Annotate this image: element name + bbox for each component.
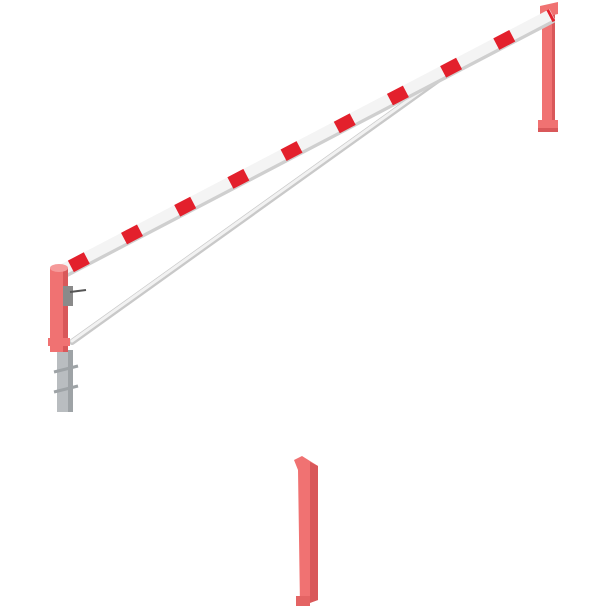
diagonal-brace xyxy=(69,77,441,345)
receiving-post xyxy=(294,456,318,606)
boom-arm xyxy=(58,9,556,279)
left-hinge-post xyxy=(48,264,87,412)
